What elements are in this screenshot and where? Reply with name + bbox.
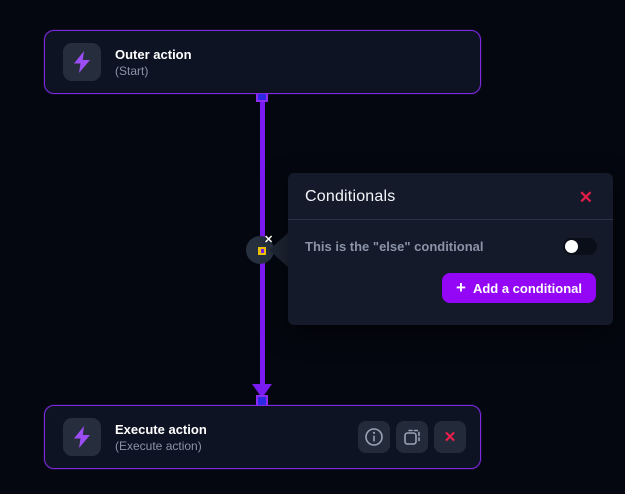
node-title: Execute action [115, 421, 207, 437]
toggle-knob [565, 240, 578, 253]
lightning-icon [73, 426, 91, 448]
add-conditional-button[interactable]: + Add a conditional [442, 273, 596, 303]
lightning-icon [73, 51, 91, 73]
edge-conditional-dot [258, 247, 266, 255]
lightning-icon-tile [63, 418, 101, 456]
node-execute-action[interactable]: Execute action (Execute action) ✕ [44, 405, 481, 469]
else-conditional-row: This is the "else" conditional [305, 238, 597, 255]
node-title: Outer action [115, 46, 192, 62]
edge-arrowhead-icon [252, 384, 272, 398]
node-text-block: Execute action (Execute action) [115, 421, 358, 454]
edge-remove-icon[interactable]: ✕ [264, 234, 274, 246]
lightning-icon-tile [63, 43, 101, 81]
popover-body: This is the "else" conditional [288, 220, 613, 255]
popover-caret [269, 232, 289, 268]
popover-title: Conditionals [305, 188, 396, 205]
duplicate-button[interactable] [396, 421, 428, 453]
else-conditional-toggle[interactable] [563, 238, 597, 255]
duplicate-icon [402, 427, 422, 447]
delete-button[interactable]: ✕ [434, 421, 466, 453]
delete-x-icon: ✕ [443, 428, 457, 446]
node-outer-action[interactable]: Outer action (Start) [44, 30, 481, 94]
add-conditional-label: Add a conditional [472, 280, 582, 296]
close-icon[interactable]: ✕ [578, 187, 593, 207]
info-icon [364, 427, 384, 447]
node-subtitle: (Start) [115, 63, 149, 78]
else-conditional-label: This is the "else" conditional [305, 239, 484, 254]
plus-icon: + [456, 278, 466, 297]
node-action-buttons: ✕ [358, 421, 466, 453]
conditionals-popover: Conditionals ✕ This is the "else" condit… [288, 173, 613, 325]
node-subtitle: (Execute action) [115, 438, 202, 453]
info-button[interactable] [358, 421, 390, 453]
popover-header: Conditionals ✕ [288, 173, 613, 220]
node-text-block: Outer action (Start) [115, 46, 466, 79]
